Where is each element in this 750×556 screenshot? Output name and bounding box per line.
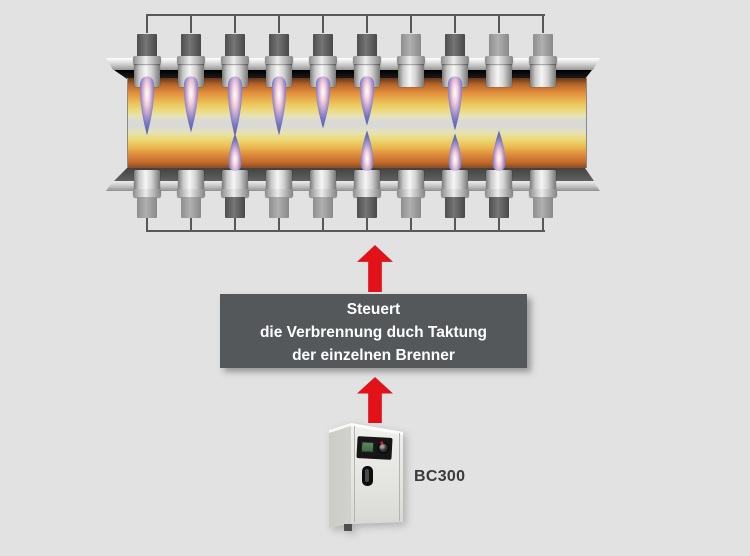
furnace-interior — [127, 78, 587, 168]
burner-cap-top — [401, 34, 421, 58]
flame-top — [270, 76, 288, 136]
furnace-bottom-rail — [106, 181, 600, 191]
burner-collar-bottom — [485, 189, 513, 197]
burner-cap-top — [489, 34, 509, 58]
burner-cap-bottom — [533, 197, 553, 218]
manifold-drop-line — [542, 217, 544, 230]
burner-collar-bottom — [353, 189, 381, 197]
manifold-drop-line — [366, 217, 368, 230]
burner-cap-top — [357, 34, 377, 58]
flame-bottom — [227, 133, 243, 171]
caption-line-1: Steuert — [346, 301, 401, 318]
burner-collar-bottom — [265, 189, 293, 197]
burner-cap-bottom — [137, 197, 157, 218]
flame-bottom — [491, 130, 507, 171]
burner-cap-top — [269, 34, 289, 58]
manifold-drop-line — [322, 15, 324, 33]
burner-collar-bottom — [177, 189, 205, 197]
cabinet-door-hinge-line — [354, 426, 355, 522]
burner-collar-top — [309, 56, 337, 64]
burner-cap-top — [445, 34, 465, 58]
bc300-control-cabinet — [326, 420, 410, 535]
burner-cap-bottom — [225, 197, 245, 218]
furnace-top-band — [114, 70, 592, 79]
gas-manifold-bottom — [146, 230, 545, 232]
burner-cap-top — [137, 34, 157, 58]
manifold-drop-line — [278, 15, 280, 33]
burner-collar-top — [441, 56, 469, 64]
burner-cap-bottom — [401, 197, 421, 218]
caption-line-2: die Verbrennung duch Taktung — [259, 324, 488, 341]
burner-cap-top — [181, 34, 201, 58]
burner-cap-top — [225, 34, 245, 58]
burner-cap-bottom — [357, 197, 377, 218]
manifold-drop-line — [542, 15, 544, 33]
cabinet-side-face — [329, 423, 351, 528]
burner-collar-bottom — [397, 189, 425, 197]
burner-cap-top — [533, 34, 553, 58]
manifold-drop-line — [322, 217, 324, 230]
manifold-drop-line — [498, 217, 500, 230]
display-screen — [360, 441, 375, 453]
manifold-drop-line — [146, 217, 148, 230]
manifold-drop-line — [498, 15, 500, 33]
burner-collar-bottom — [221, 189, 249, 197]
control-knob-icon — [377, 442, 390, 454]
flame-top — [226, 76, 244, 138]
burner-collar-top — [221, 56, 249, 64]
manifold-drop-line — [454, 217, 456, 230]
cabinet-control-panel — [356, 436, 393, 460]
burner-collar-bottom — [441, 189, 469, 197]
burner-cap-bottom — [313, 197, 333, 218]
burner-collar-top — [265, 56, 293, 64]
burner-cap-bottom — [445, 197, 465, 218]
manifold-drop-line — [454, 15, 456, 33]
flame-top — [358, 76, 376, 126]
burner-cap-top — [313, 34, 333, 58]
manifold-drop-line — [234, 217, 236, 230]
manifold-drop-line — [190, 15, 192, 33]
arrow-up-to-furnace-icon — [357, 245, 393, 292]
burner-collar-bottom — [529, 189, 557, 197]
furnace-assembly — [0, 0, 750, 240]
caption-box: Steuert die Verbrennung duch Taktung der… — [220, 294, 527, 368]
burner-collar-top — [133, 56, 161, 64]
flame-top — [182, 76, 200, 133]
cabinet-door-edge-line — [399, 433, 400, 521]
manifold-drop-line — [146, 15, 148, 33]
burner-cap-bottom — [181, 197, 201, 218]
burner-collar-top — [485, 56, 513, 64]
device-label: BC300 — [414, 468, 466, 485]
burner-cap-bottom — [269, 197, 289, 218]
door-handle-grip — [365, 469, 369, 482]
manifold-drop-line — [410, 217, 412, 230]
flame-bottom — [447, 133, 463, 171]
flame-top — [314, 76, 332, 129]
flame-top — [138, 76, 156, 136]
caption-line-3: der einzelnen Brenner — [292, 347, 455, 364]
knob-indicator-dot — [380, 441, 384, 445]
arrow-up-to-caption-icon — [357, 377, 393, 423]
burner-collar-bottom — [133, 189, 161, 197]
burner-collar-bottom — [309, 189, 337, 197]
manifold-drop-line — [190, 217, 192, 230]
manifold-drop-line — [366, 15, 368, 33]
burner-cap-bottom — [489, 197, 509, 218]
burner-collar-top — [397, 56, 425, 64]
burner-collar-top — [177, 56, 205, 64]
flame-bottom — [359, 130, 375, 171]
burner-collar-top — [529, 56, 557, 64]
burner-collar-top — [353, 56, 381, 64]
cabinet-top-edge — [329, 423, 351, 433]
manifold-drop-line — [410, 15, 412, 33]
flame-top — [446, 76, 464, 131]
gas-manifold-top — [146, 14, 545, 16]
manifold-drop-line — [278, 217, 280, 230]
cabinet-foot — [344, 524, 352, 531]
manifold-drop-line — [234, 15, 236, 33]
